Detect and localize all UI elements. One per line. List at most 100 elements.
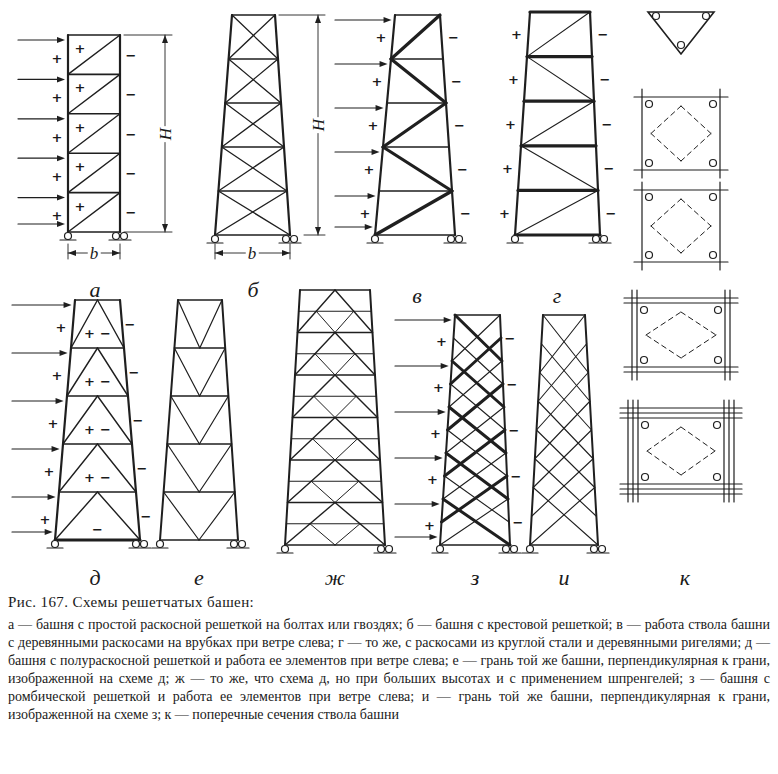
ground-line (277, 552, 293, 553)
dimension-arrow (282, 250, 290, 256)
scheme-letter: б (247, 279, 258, 301)
member-line (335, 311, 354, 332)
force-sign: − (457, 163, 468, 176)
member-line (291, 438, 312, 439)
dimension-arrow (215, 250, 223, 256)
member-line (55, 539, 140, 541)
member-line (232, 14, 275, 16)
hinge-support (282, 546, 289, 553)
member-line (199, 396, 228, 444)
member-line (355, 353, 374, 354)
scheme-letter: г (553, 285, 562, 307)
member-line (455, 314, 500, 316)
member-line (55, 492, 98, 540)
arrow-head (380, 61, 388, 67)
force-sign: + (505, 117, 516, 130)
arrow-head (376, 105, 384, 111)
member-line (518, 189, 598, 192)
member-line (449, 407, 506, 453)
member-line (391, 58, 443, 60)
member-line (289, 481, 312, 482)
member-line (527, 12, 590, 57)
section-line (636, 290, 637, 380)
joint-circle (715, 307, 722, 314)
member-line (310, 524, 335, 545)
ground-line (152, 547, 168, 548)
member-line (530, 488, 595, 546)
bracing-dashed (646, 312, 681, 335)
force-sign: + (44, 465, 55, 478)
force-sign: + (84, 423, 95, 436)
bracing-dashed (681, 106, 711, 134)
member-line (524, 100, 594, 103)
member-line (538, 344, 587, 402)
member-line (440, 15, 455, 235)
force-sign: + (52, 209, 63, 222)
member-line (455, 315, 502, 361)
force-sign: + (75, 199, 86, 212)
force-sign: − (511, 470, 522, 483)
joint-circle (641, 357, 648, 364)
ground-line (587, 552, 609, 553)
member-line (451, 338, 502, 384)
ground-line (60, 239, 76, 240)
member-line (229, 59, 281, 103)
member-line (59, 444, 98, 492)
member-line (449, 361, 502, 407)
member-line (387, 102, 446, 104)
member-line (296, 353, 315, 354)
joint-circle (646, 252, 653, 259)
wind-arrow (395, 457, 437, 458)
dimension-arrow (112, 250, 120, 256)
member-line (222, 147, 287, 191)
section-line (728, 400, 729, 502)
member-line (445, 430, 506, 476)
force-sign: + (376, 31, 387, 44)
force-sign: + (56, 321, 67, 334)
member-line (200, 300, 222, 348)
member-line (335, 524, 360, 545)
bracing-dashed (681, 134, 711, 162)
extension-line (68, 244, 69, 259)
member-line (515, 190, 598, 235)
extension-line (290, 244, 291, 259)
scheme-letter: д (89, 567, 100, 589)
roller-support (503, 546, 510, 553)
section-line (634, 189, 728, 190)
roller-support (456, 236, 463, 243)
member-line (540, 315, 585, 373)
joint-circle (710, 160, 717, 167)
arrow-head (438, 409, 446, 415)
member-line (119, 35, 121, 232)
section-line (733, 400, 734, 502)
member-line (68, 35, 120, 74)
force-sign: − (602, 117, 613, 130)
roller-support (599, 546, 606, 553)
member-line (171, 396, 200, 444)
roller-support (591, 546, 598, 553)
arrow-head (57, 195, 65, 201)
joint-circle (653, 13, 660, 20)
bracing-dashed (651, 106, 681, 134)
arrow-head (48, 494, 56, 500)
hinge-support (52, 541, 59, 548)
section-line (627, 400, 628, 502)
force-sign: − (454, 119, 465, 132)
force-sign: + (52, 169, 63, 182)
force-sign: + (75, 81, 86, 94)
roller-support (593, 236, 600, 243)
arrow-head (45, 529, 53, 535)
section-line (634, 96, 728, 97)
force-sign: + (430, 427, 441, 440)
member-line (446, 407, 504, 453)
force-sign: − (100, 375, 111, 388)
section-line (724, 290, 725, 380)
wind-arrow (12, 352, 62, 353)
member-line (310, 523, 360, 524)
member-line (167, 444, 199, 492)
ground-line (47, 547, 63, 548)
bracing-dashed (646, 335, 681, 358)
member-line (541, 344, 590, 402)
member-line (199, 444, 231, 492)
force-sign: + (364, 163, 375, 176)
